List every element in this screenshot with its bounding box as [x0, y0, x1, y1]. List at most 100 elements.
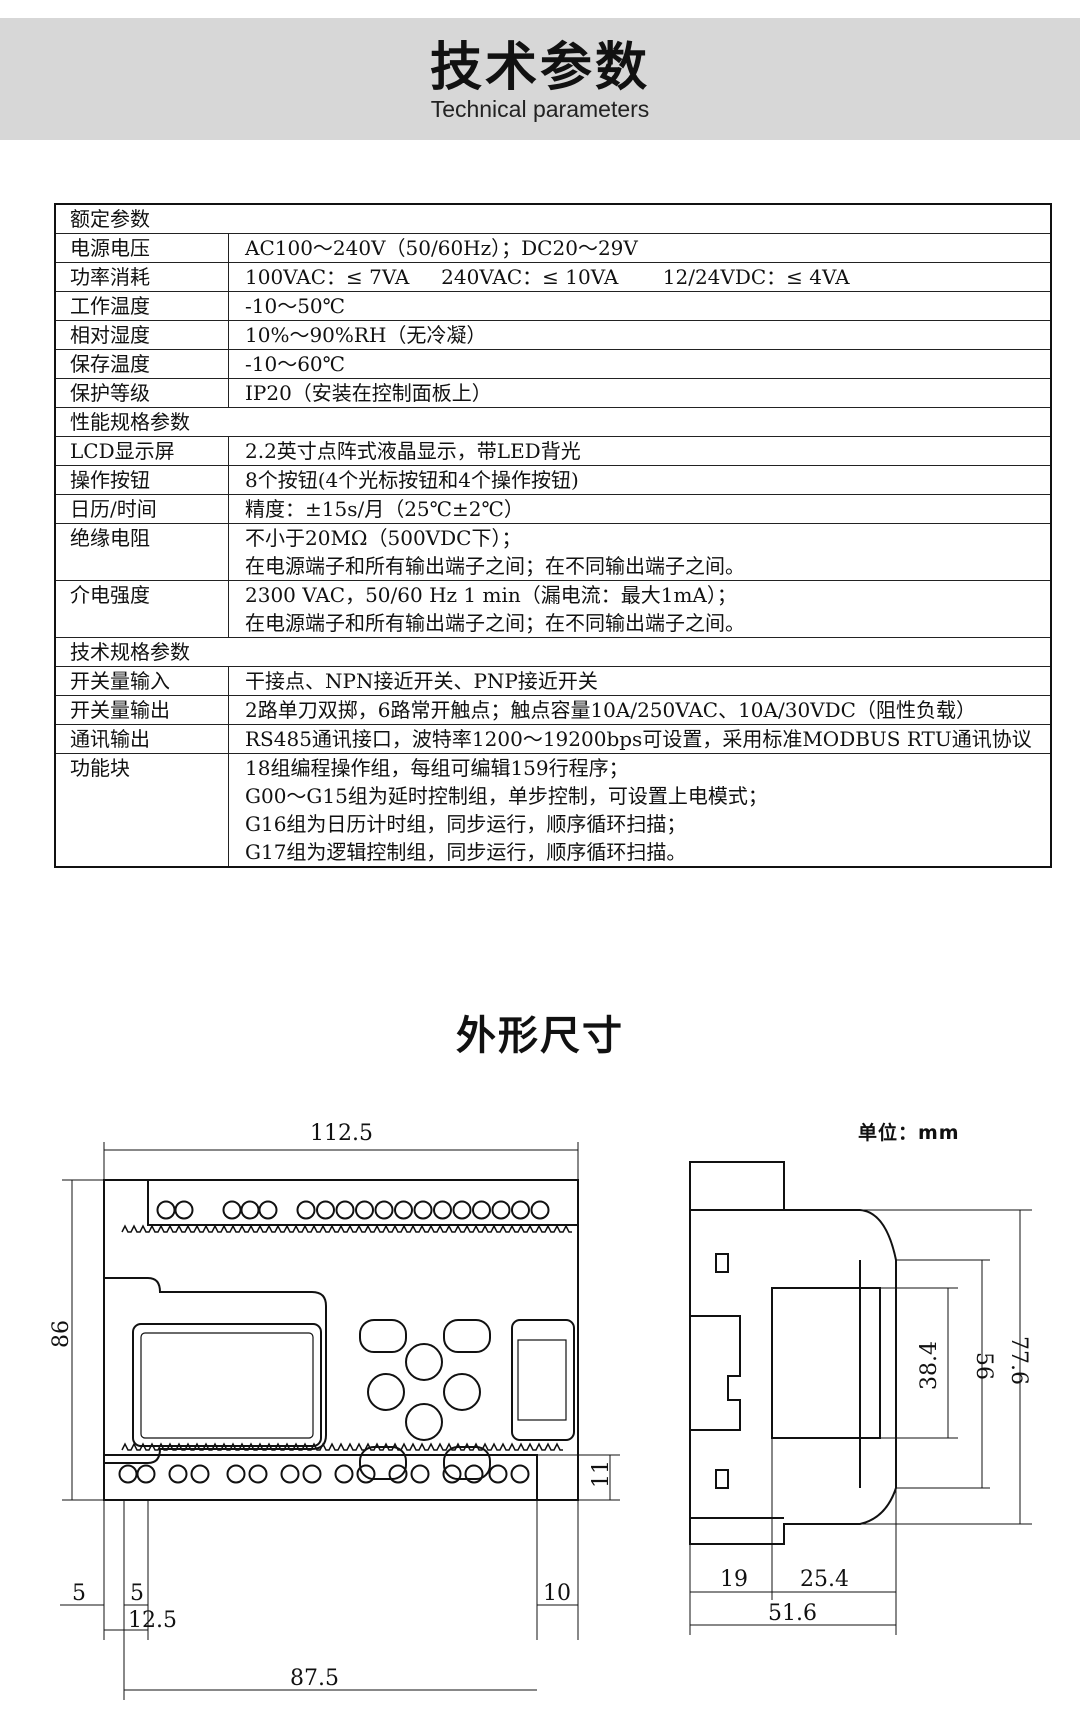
spec-value: 精度：±15s/月（25℃±2℃）: [228, 494, 1052, 524]
spec-value-line: AC100～240V（50/60Hz）；DC20～29V: [245, 236, 638, 260]
front-view: [60, 1142, 620, 1700]
spec-value-line: 10%～90%RH（无冷凝）: [245, 323, 487, 347]
spec-value-line: G17组为逻辑控制组，同步运行，顺序循环扫描。: [245, 840, 687, 864]
dim-depth-total: 51.6: [768, 1601, 817, 1626]
dim-h-inner: 38.4: [917, 1341, 942, 1390]
terminal-screw: [335, 1200, 355, 1220]
page-subtitle: Technical parameters: [430, 96, 650, 122]
terminal-screw: [442, 1464, 462, 1484]
spec-label: 工作温度: [54, 291, 229, 321]
spec-label: 功能块: [54, 753, 229, 868]
terminal-screw: [190, 1464, 210, 1484]
spec-section-row: 额定参数: [54, 203, 1052, 234]
spec-row: 开关量输出 2路单刀双掷，6路常开触点；触点容量10A/250VAC、10A/30…: [54, 695, 1052, 725]
terminal-screw: [374, 1200, 394, 1220]
terminal-screw: [530, 1200, 550, 1220]
spec-value: 2300 VAC，50/60 Hz 1 min（漏电流：最大1mA）； 在电源端子…: [228, 580, 1052, 638]
dim-depth-b: 25.4: [800, 1567, 849, 1592]
spec-value-line: 2.2英寸点阵式液晶显示，带LED背光: [245, 439, 581, 463]
spec-label: 保护等级: [54, 378, 229, 408]
spec-section-label: 性能规格参数: [54, 407, 1052, 437]
spec-label: 日历/时间: [54, 494, 229, 524]
terminal-screw: [168, 1464, 188, 1484]
spec-label: LCD显示屏: [54, 436, 229, 466]
spec-row: LCD显示屏 2.2英寸点阵式液晶显示，带LED背光: [54, 436, 1052, 466]
spec-value: 干接点、NPN接近开关、PNP接近开关: [228, 666, 1052, 696]
spec-value-line: 在电源端子和所有输出端子之间；在不同输出端子之间。: [245, 554, 745, 578]
dim-depth-a: 19: [720, 1567, 748, 1592]
spec-section-row: 性能规格参数: [54, 407, 1052, 437]
header-banner: 技术参数 Technical parameters: [0, 18, 1080, 140]
terminal-screw: [356, 1464, 376, 1484]
spec-value: RS485通讯接口，波特率1200～19200bps可设置，采用标准MODBUS…: [228, 724, 1052, 754]
terminal-screw: [222, 1200, 242, 1220]
terminal-screw: [472, 1200, 491, 1220]
terminal-screw: [156, 1200, 176, 1220]
spec-value: 18组编程操作组，每组可编辑159行程序；G00～G15组为延时控制组，单步控制…: [228, 753, 1052, 868]
dim-left-offset: 5: [72, 1581, 86, 1606]
spec-row: 绝缘电阻不小于20MΩ（500VDC下）； 在电源端子和所有输出端子之间；在不同输…: [54, 523, 1052, 581]
dim-pitch: 12.5: [128, 1608, 177, 1633]
terminal-screw: [510, 1464, 530, 1484]
spec-label: 通讯输出: [54, 724, 229, 754]
spec-section-label: 技术规格参数: [54, 637, 1052, 667]
spec-value: 8个按钮(4个光标按钮和4个操作按钮): [228, 465, 1052, 495]
spec-value-line: RS485通讯接口，波特率1200～19200bps可设置，采用标准MODBUS…: [245, 727, 1032, 751]
terminal-screw: [491, 1200, 511, 1220]
spec-value-line: 不小于20MΩ（500VDC下）；: [245, 526, 522, 550]
spec-label: 电源电压: [54, 233, 229, 263]
spec-value-line: -10～50℃: [245, 294, 346, 318]
terminal-screw: [302, 1464, 322, 1484]
spec-value-line: 精度：±15s/月（25℃±2℃）: [245, 497, 524, 521]
spec-value: 100VAC：≤ 7VA 240VAC：≤ 10VA 12/24VDC：≤ 4V…: [228, 262, 1052, 292]
spec-row: 开关量输入干接点、NPN接近开关、PNP接近开关: [54, 666, 1052, 696]
terminal-screw: [464, 1464, 484, 1484]
spec-row: 保存温度-10～60℃: [54, 349, 1052, 379]
terminal-screw: [258, 1200, 278, 1220]
spec-value: 2路单刀双掷，6路常开触点；触点容量10A/250VAC、10A/30VDC（阻…: [228, 695, 1052, 725]
dim-right-offset: 10: [543, 1581, 571, 1606]
spec-value-line: -10～60℃: [245, 352, 346, 376]
spec-value-line: 2300 VAC，50/60 Hz 1 min（漏电流：最大1mA）；: [245, 583, 737, 607]
spec-value-line: 8个按钮(4个光标按钮和4个操作按钮): [245, 468, 579, 492]
spec-value: 2.2英寸点阵式液晶显示，带LED背光: [228, 436, 1052, 466]
terminal-screw: [334, 1464, 354, 1484]
side-dimension-labels: 19 25.4 51.6 38.4 56 77.6: [720, 1336, 1031, 1626]
spec-value-line: 18组编程操作组，每组可编辑159行程序；: [245, 756, 629, 780]
terminal-screw: [248, 1464, 268, 1484]
spec-label: 绝缘电阻: [54, 523, 229, 581]
spec-value: AC100～240V（50/60Hz）；DC20～29V: [228, 233, 1052, 263]
terminal-screw: [433, 1200, 452, 1220]
spec-row: 日历/时间精度：±15s/月（25℃±2℃）: [54, 494, 1052, 524]
dimensions-title: 外形尺寸: [456, 1013, 624, 1059]
spec-value-line: 2路单刀双掷，6路常开触点；触点容量10A/250VAC、10A/30VDC（阻…: [245, 698, 976, 722]
terminal-screw: [452, 1200, 472, 1220]
terminal-screw: [488, 1464, 508, 1484]
spec-row: 工作温度 -10～50℃: [54, 291, 1052, 321]
terminal-screw: [316, 1200, 335, 1220]
spec-section-label: 额定参数: [54, 203, 1052, 234]
spec-label: 开关量输出: [54, 695, 229, 725]
side-view: [689, 1161, 1032, 1635]
spec-value-line: 100VAC：≤ 7VA 240VAC：≤ 10VA 12/24VDC：≤ 4V…: [245, 265, 850, 289]
spec-section-row: 技术规格参数: [54, 637, 1052, 667]
terminal-screw: [240, 1200, 260, 1220]
spec-value-line: 干接点、NPN接近开关、PNP接近开关: [245, 669, 598, 693]
spec-value: IP20（安装在控制面板上）: [228, 378, 1052, 408]
dim-width: 112.5: [310, 1121, 373, 1146]
spec-row: 通讯输出 RS485通讯接口，波特率1200～19200bps可设置，采用标准MO…: [54, 724, 1052, 754]
terminal-screw: [388, 1464, 408, 1484]
dim-mount-width: 87.5: [290, 1666, 339, 1691]
spec-value: 10%～90%RH（无冷凝）: [228, 320, 1052, 350]
dim-bottom-height: 11: [589, 1460, 614, 1488]
dim-h-total: 77.6: [1006, 1336, 1031, 1385]
spec-value-line: 在电源端子和所有输出端子之间；在不同输出端子之间。: [245, 611, 745, 635]
spec-value: 不小于20MΩ（500VDC下）； 在电源端子和所有输出端子之间；在不同输出端子之…: [228, 523, 1052, 581]
terminal-screw: [136, 1464, 156, 1484]
spec-label: 操作按钮: [54, 465, 229, 495]
